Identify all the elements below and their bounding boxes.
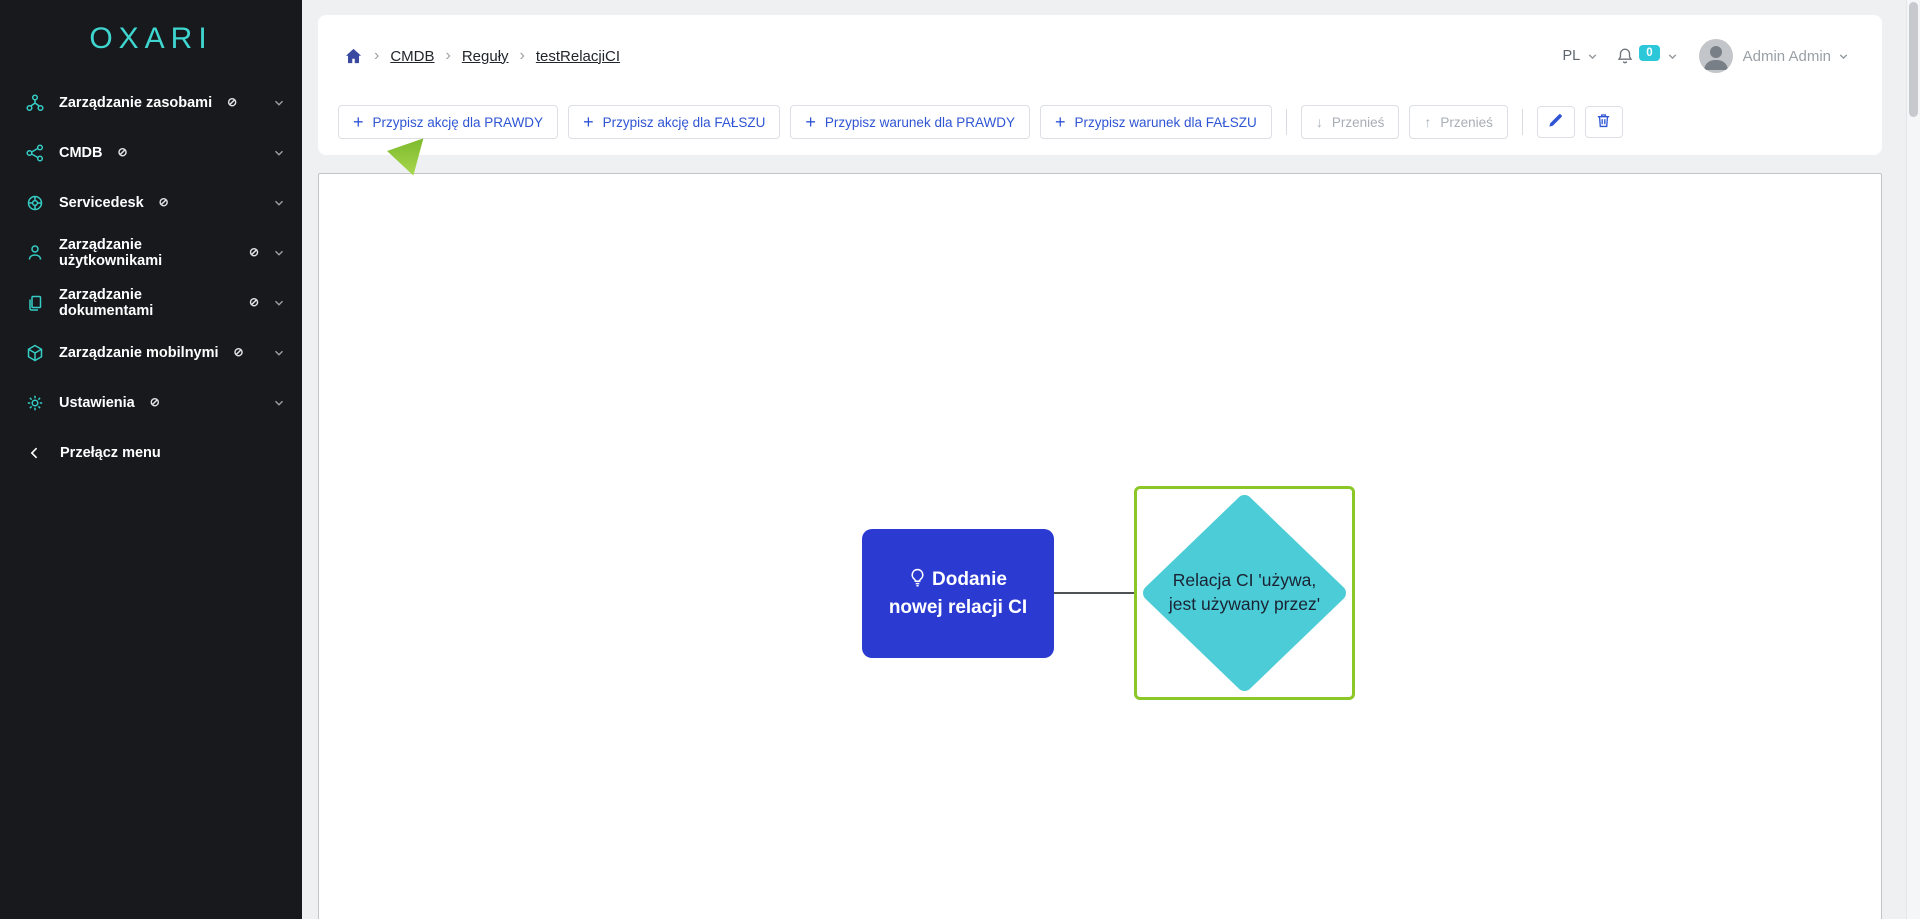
chevron-down-icon xyxy=(272,146,286,160)
sidebar-item-zarzadzanie-mobilnymi[interactable]: Zarządzanie mobilnymi ⊘ xyxy=(0,328,302,378)
chevron-down-icon xyxy=(272,396,286,410)
chevron-down-icon[interactable] xyxy=(1837,50,1850,63)
sidebar-item-label: Zarządzanie mobilnymi xyxy=(59,345,219,361)
resources-icon xyxy=(24,92,46,114)
blocked-icon: ⊘ xyxy=(158,195,169,209)
breadcrumb-separator: › xyxy=(445,47,451,64)
toolbar-divider xyxy=(1521,109,1523,135)
breadcrumb-testrelacjici[interactable]: testRelacjiCI xyxy=(535,47,621,65)
sidebar-item-label: CMDB xyxy=(59,145,103,161)
users-icon xyxy=(24,242,46,264)
sidebar-item-label: Zarządzanie dokumentami xyxy=(59,287,154,319)
button-label: Przenieś xyxy=(1440,114,1493,130)
sidebar-item-servicedesk[interactable]: Servicedesk ⊘ xyxy=(0,178,302,228)
blocked-icon: ⊘ xyxy=(233,345,244,359)
move-up-button[interactable]: ↑ Przenieś xyxy=(1409,105,1508,139)
scrollbar-thumb[interactable] xyxy=(1909,2,1918,117)
header-controls: PL 0 xyxy=(1562,39,1856,73)
sidebar-item-zarzadzanie-uzytkownikami[interactable]: Zarządzanie użytkownikami ⊘ xyxy=(0,228,302,278)
vertical-scrollbar[interactable] xyxy=(1906,0,1920,919)
chevron-down-icon xyxy=(272,96,286,110)
move-down-button[interactable]: ↓ Przenieś xyxy=(1300,105,1400,139)
assign-action-false-button[interactable]: + Przypisz akcję dla FAŁSZU xyxy=(568,105,781,139)
condition-node-selected[interactable]: Relacja CI 'używa, jest używany przez' xyxy=(1134,486,1355,700)
sidebar-item-label: Zarządzanie zasobami xyxy=(59,95,213,111)
notifications-bell-icon[interactable] xyxy=(1615,46,1635,67)
rule-canvas[interactable]: Dodanie nowej relacji CI Relacja CI 'uży… xyxy=(318,173,1882,919)
lightbulb-icon xyxy=(909,568,926,595)
sidebar-item-label: Zarządzanie użytkownikami xyxy=(59,237,163,269)
breadcrumb-separator: › xyxy=(374,47,380,64)
main-area: › CMDB › Reguły › testRelacjiCI PL xyxy=(302,0,1920,919)
action-node-label: Dodanie nowej relacji CI xyxy=(888,568,1028,618)
blocked-icon: ⊘ xyxy=(248,295,259,309)
chevron-down-icon xyxy=(272,196,286,210)
chevron-down-icon[interactable] xyxy=(1586,50,1599,63)
toolbar-divider xyxy=(1285,109,1287,135)
breadcrumb: › CMDB › Reguły › testRelacjiCI PL xyxy=(318,15,1882,97)
chevron-left-icon xyxy=(24,442,46,464)
trash-icon xyxy=(1595,112,1612,132)
pencil-icon xyxy=(1547,112,1564,132)
sidebar-item-label: Servicedesk xyxy=(59,195,144,211)
sidebar-item-zarzadzanie-zasobami[interactable]: Zarządzanie zasobami ⊘ xyxy=(0,78,302,128)
plus-icon: + xyxy=(583,112,594,132)
blocked-icon: ⊘ xyxy=(248,245,259,259)
chevron-down-icon xyxy=(272,246,286,260)
delete-button[interactable] xyxy=(1584,106,1623,138)
button-label: Przenieś xyxy=(1331,114,1385,130)
user-menu[interactable]: Admin Admin xyxy=(1742,47,1831,65)
plus-icon: + xyxy=(805,112,816,132)
sidebar-item-label: Ustawienia xyxy=(59,395,135,411)
action-node[interactable]: Dodanie nowej relacji CI xyxy=(862,529,1054,658)
avatar[interactable] xyxy=(1698,39,1733,73)
plus-icon: + xyxy=(1054,112,1066,132)
language-selector[interactable]: PL xyxy=(1562,48,1581,64)
cmdb-icon xyxy=(24,142,46,164)
collapse-menu-button[interactable]: Przełącz menu xyxy=(0,428,302,478)
assign-action-true-button[interactable]: + Przypisz akcję dla PRAWDY xyxy=(338,105,559,139)
mobile-icon xyxy=(24,342,46,364)
servicedesk-icon xyxy=(24,192,46,214)
breadcrumb-separator: › xyxy=(519,47,525,64)
condition-node-label: Relacja CI 'używa, jest używany przez' xyxy=(1168,570,1321,614)
top-card: › CMDB › Reguły › testRelacjiCI PL xyxy=(318,15,1882,155)
button-label: Przypisz akcję dla FAŁSZU xyxy=(602,114,766,130)
blocked-icon: ⊘ xyxy=(149,395,160,409)
sidebar: OXARI Zarządzanie zasobami ⊘ xyxy=(0,0,302,919)
button-label: Przypisz akcję dla PRAWDY xyxy=(372,114,544,130)
sidebar-item-zarzadzanie-dokumentami[interactable]: Zarządzanie dokumentami ⊘ xyxy=(0,278,302,328)
sidebar-item-ustawienia[interactable]: Ustawienia ⊘ xyxy=(0,378,302,428)
home-icon[interactable] xyxy=(344,47,363,66)
chevron-down-icon xyxy=(272,346,286,360)
notifications-count-badge[interactable]: 0 xyxy=(1639,45,1660,61)
assign-condition-true-button[interactable]: + Przypisz warunek dla PRAWDY xyxy=(790,105,1030,139)
arrow-up-icon: ↑ xyxy=(1424,114,1432,130)
blocked-icon: ⊘ xyxy=(227,95,238,109)
plus-icon: + xyxy=(353,112,364,132)
sidebar-item-cmdb[interactable]: CMDB ⊘ xyxy=(0,128,302,178)
collapse-menu-label: Przełącz menu xyxy=(60,445,161,461)
chevron-down-icon[interactable] xyxy=(1666,50,1679,63)
edit-button[interactable] xyxy=(1536,106,1575,138)
settings-icon xyxy=(24,392,46,414)
blocked-icon: ⊘ xyxy=(117,145,128,159)
chevron-down-icon xyxy=(272,296,286,310)
breadcrumb-cmdb[interactable]: CMDB xyxy=(390,47,435,65)
breadcrumb-reguly[interactable]: Reguły xyxy=(461,47,509,65)
arrow-down-icon: ↓ xyxy=(1315,114,1323,130)
sidebar-nav: Zarządzanie zasobami ⊘ CMDB ⊘ xyxy=(0,78,302,478)
diamond-shape xyxy=(1143,495,1346,691)
button-label: Przypisz warunek dla FAŁSZU xyxy=(1074,114,1257,130)
rule-toolbar: + Przypisz akcję dla PRAWDY + Przypisz a… xyxy=(318,97,1882,139)
documents-icon xyxy=(24,292,46,314)
assign-condition-false-button[interactable]: + Przypisz warunek dla FAŁSZU xyxy=(1039,105,1272,139)
button-label: Przypisz warunek dla PRAWDY xyxy=(824,114,1015,130)
brand-logo: OXARI xyxy=(89,22,213,55)
